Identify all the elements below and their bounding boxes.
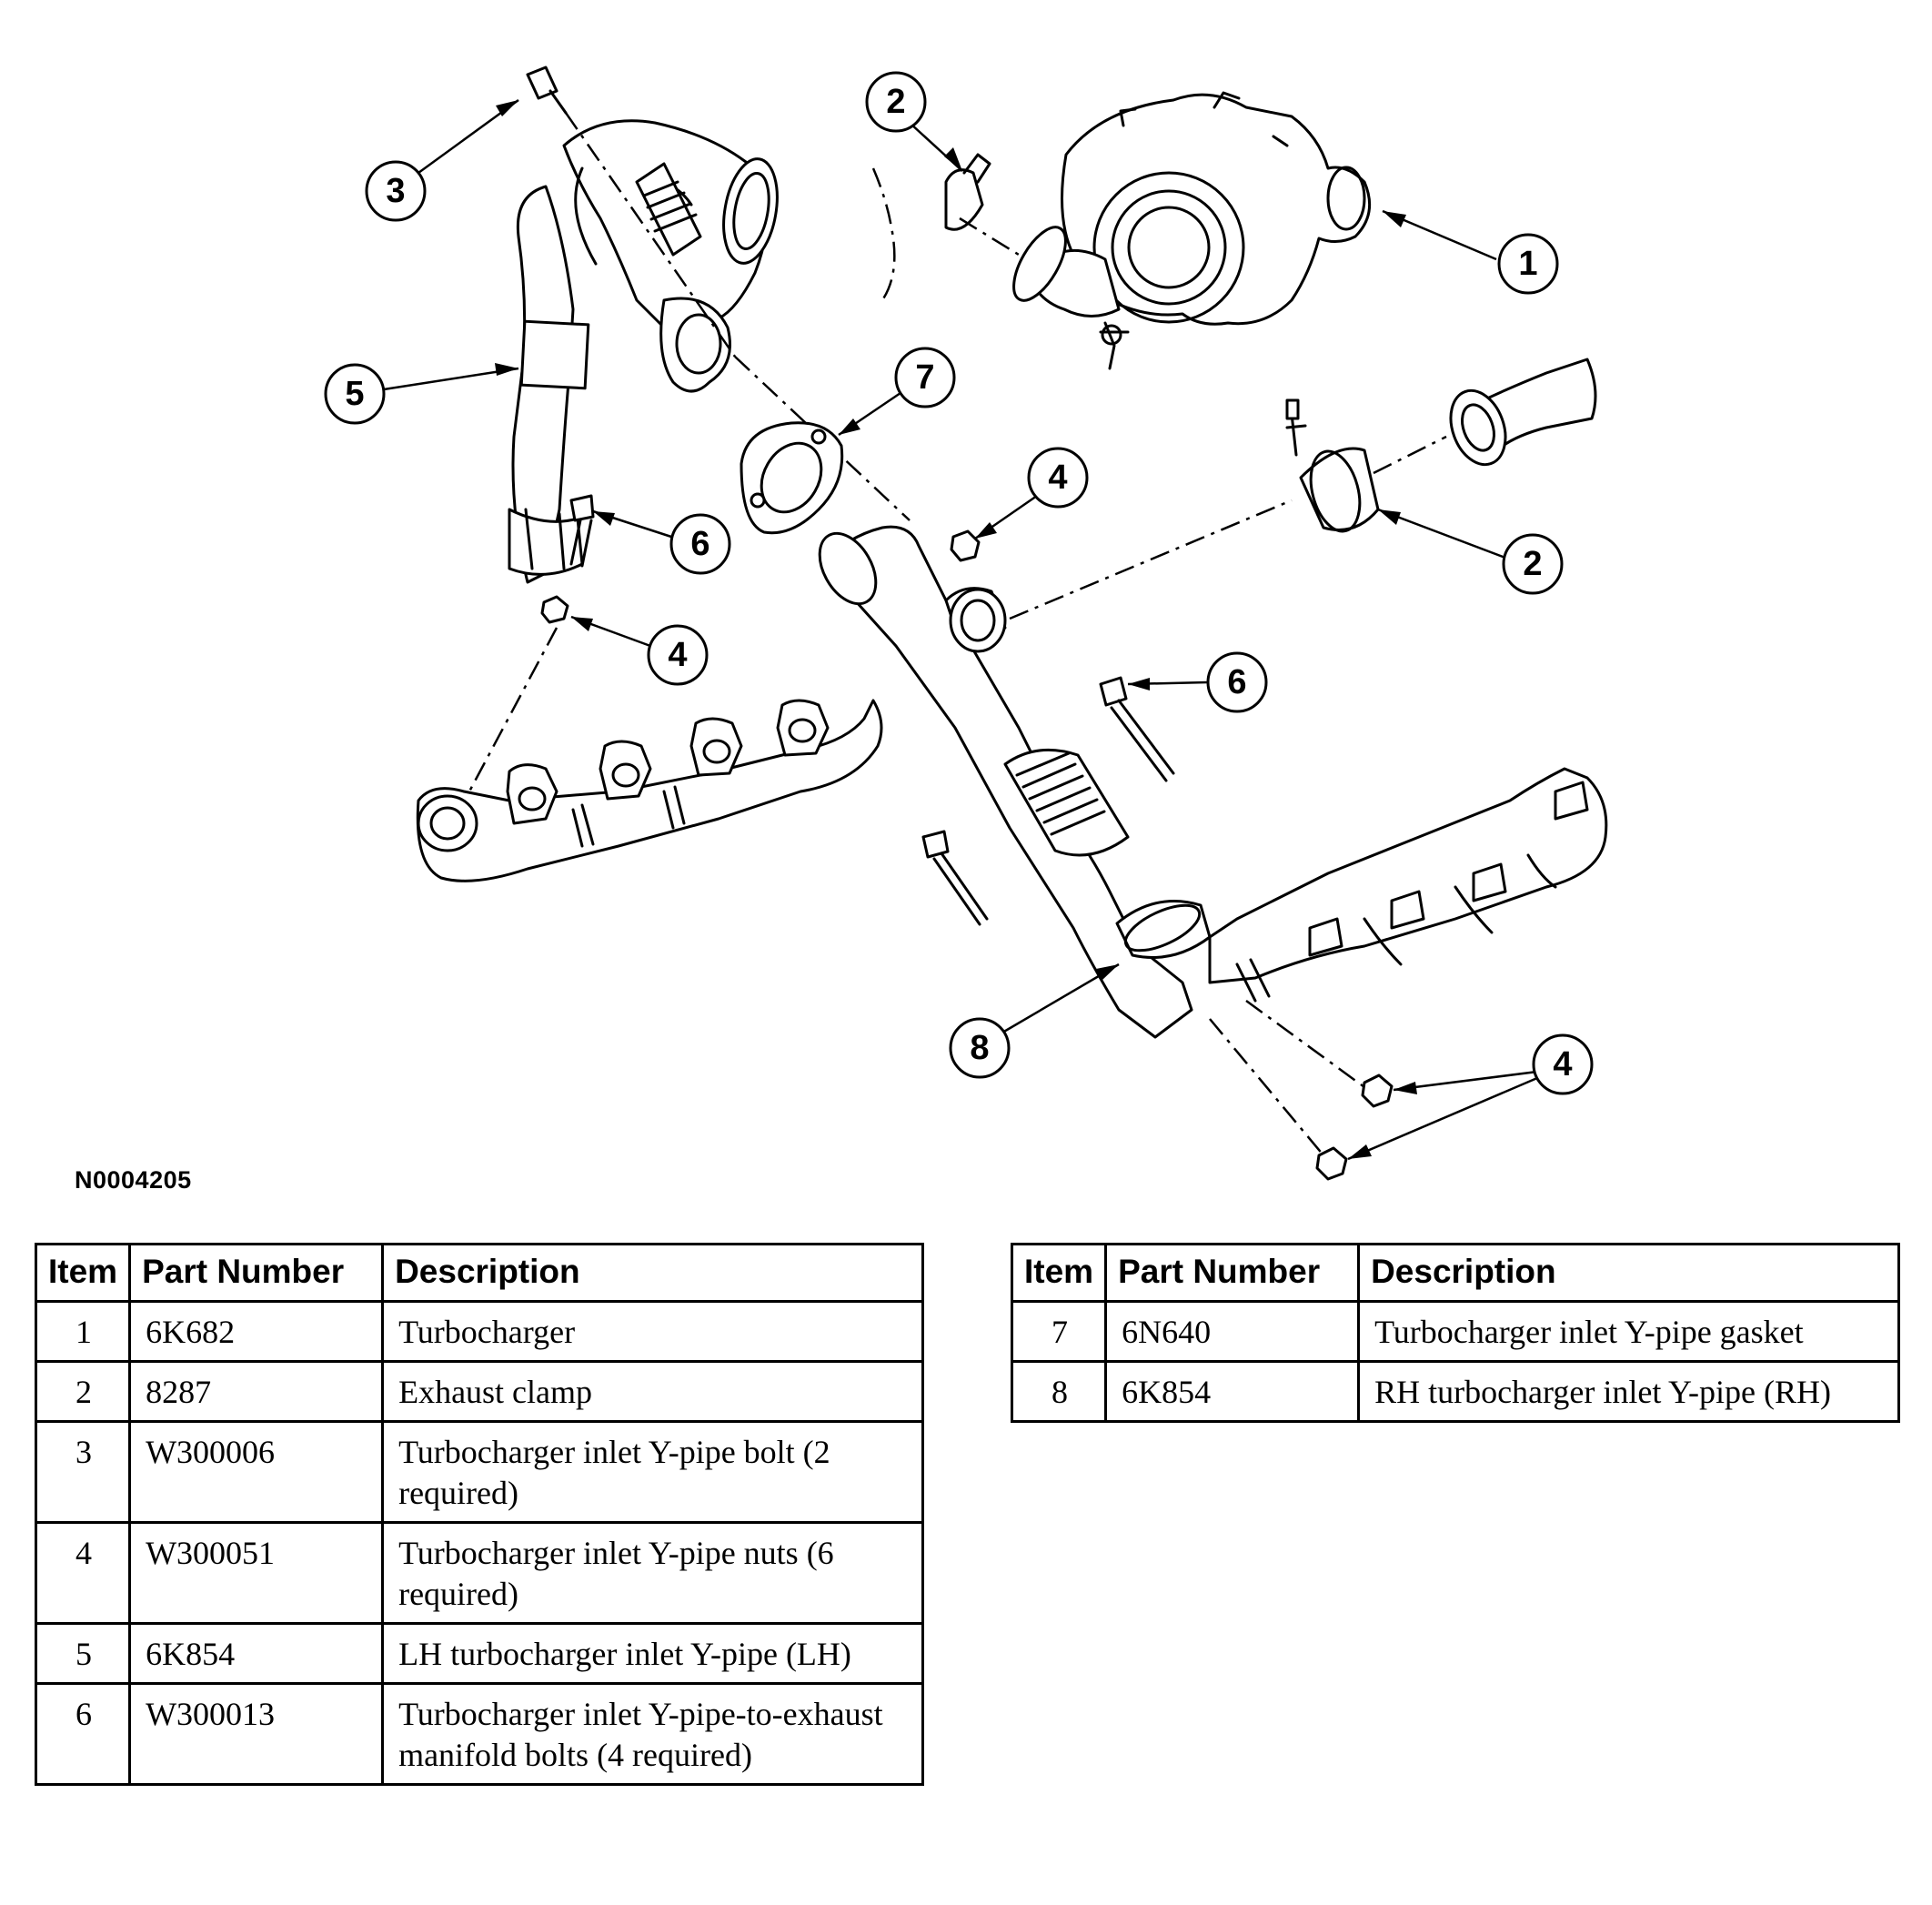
table-header-row: Item Part Number Description [1010,1243,1900,1303]
cell-part-number: 8287 [128,1360,385,1423]
nut-item-4-lower-upper [1361,1073,1394,1108]
cell-description: Turbocharger inlet Y-pipe nuts (6 requir… [381,1521,924,1625]
nut-item-4-middle [950,529,981,562]
exhaust-clamp-top [944,153,991,231]
cell-part-number: 6K854 [1104,1360,1361,1423]
header-item: Item [34,1243,132,1303]
callout-7: 7 [838,347,956,437]
table-row: 7 6N640 Turbocharger inlet Y-pipe gasket [1010,1300,1900,1363]
svg-text:1: 1 [1518,245,1537,283]
table-row: 2 8287 Exhaust clamp [34,1360,924,1423]
cell-description: LH turbocharger inlet Y-pipe (LH) [381,1622,924,1685]
callout-1: 1 [1382,209,1559,295]
svg-text:6: 6 [690,525,709,563]
cell-item: 1 [34,1300,132,1363]
rh-y-pipe [818,525,1212,1039]
svg-text:6: 6 [1227,663,1246,701]
parts-table-left: Item Part Number Description 1 6K682 Tur… [34,1243,924,1786]
table-row: 4 W300051 Turbocharger inlet Y-pipe nuts… [34,1521,924,1625]
callout-6-left: 6 [592,509,731,575]
nut-item-4-lower-lower [1315,1146,1348,1181]
cell-part-number: 6K682 [128,1300,385,1363]
lh-y-pipe [508,185,590,584]
parts-table-right: Item Part Number Description 7 6N640 Tur… [1010,1243,1900,1423]
cell-part-number: 6K854 [128,1622,385,1685]
cell-part-number: W300051 [128,1521,385,1625]
table-row: 1 6K682 Turbocharger [34,1300,924,1363]
cell-part-number: 6N640 [1104,1300,1361,1363]
rh-exhaust-manifold [1208,767,1608,1003]
callout-6-right: 6 [1127,651,1268,713]
cell-item: 7 [1010,1300,1108,1363]
callout-8: 8 [949,963,1120,1079]
callout-4-lower: 4 [1347,1033,1594,1161]
table-row: 3 W300006 Turbocharger inlet Y-pipe bolt… [34,1420,924,1524]
exploded-parts-diagram: 1 2 2 3 4 4 4 5 [324,66,1608,1181]
cell-description: Exhaust clamp [381,1360,924,1423]
cell-item: 8 [1010,1360,1108,1423]
cell-item: 4 [34,1521,132,1625]
cell-item: 5 [34,1622,132,1685]
svg-text:3: 3 [386,172,405,210]
header-description: Description [1357,1243,1900,1303]
callout-4-left: 4 [570,615,709,686]
svg-text:4: 4 [668,636,687,674]
callout-2-top: 2 [865,71,963,172]
cell-description: Turbocharger inlet Y-pipe-to-exhaust man… [381,1682,924,1786]
svg-text:2: 2 [1523,545,1542,583]
header-description: Description [381,1243,924,1303]
svg-text:4: 4 [1048,459,1067,497]
cell-item: 3 [34,1420,132,1524]
nut-item-4-left [540,595,569,624]
table-row: 6 W300013 Turbocharger inlet Y-pipe-to-e… [34,1682,924,1786]
y-pipe-gasket [740,421,844,535]
header-item: Item [1010,1243,1108,1303]
cell-item: 6 [34,1682,132,1786]
callout-5: 5 [324,363,519,425]
svg-text:8: 8 [970,1029,989,1067]
svg-text:4: 4 [1553,1045,1572,1084]
bolt-item-6-right-lower [921,830,989,926]
turbo-outlet-elbow [562,119,779,393]
svg-text:5: 5 [345,375,364,413]
cell-item: 2 [34,1360,132,1423]
svg-text:7: 7 [915,358,934,397]
header-part-number: Part Number [128,1243,385,1303]
bolt-item-3 [526,66,568,115]
cell-description: RH turbocharger inlet Y-pipe (RH) [1357,1360,1900,1423]
bolt-item-6-left [569,494,595,568]
table-row: 5 6K854 LH turbocharger inlet Y-pipe (LH… [34,1622,924,1685]
svg-text:2: 2 [886,83,905,121]
header-part-number: Part Number [1104,1243,1361,1303]
callout-3: 3 [365,98,519,222]
downpipe [1449,358,1597,467]
bolt-item-6-right-upper [1099,676,1175,782]
cell-part-number: W300013 [128,1682,385,1786]
cell-part-number: W300006 [128,1420,385,1524]
callout-2-right: 2 [1377,508,1564,595]
figure-id-label: N0004205 [75,1166,192,1194]
table-header-row: Item Part Number Description [34,1243,924,1303]
cell-description: Turbocharger [381,1300,924,1363]
table-row: 8 6K854 RH turbocharger inlet Y-pipe (RH… [1010,1360,1900,1423]
callout-4-middle: 4 [974,447,1089,540]
exhaust-clamp-right [1285,398,1380,533]
turbocharger [1012,91,1372,370]
lh-exhaust-manifold [416,699,883,882]
cell-description: Turbocharger inlet Y-pipe gasket [1357,1300,1900,1363]
cell-description: Turbocharger inlet Y-pipe bolt (2 requir… [381,1420,924,1524]
